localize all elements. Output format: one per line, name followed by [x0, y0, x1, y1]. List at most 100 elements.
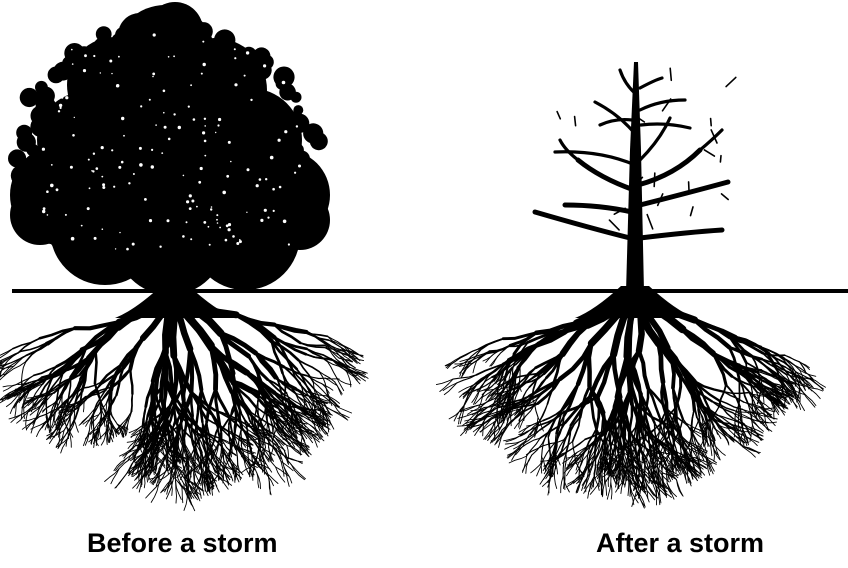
root-segment [508, 448, 522, 459]
foliage-speck [284, 130, 287, 133]
root-segment [554, 473, 556, 488]
twig [689, 182, 690, 193]
foliage-speck [246, 51, 249, 54]
foliage-speck [61, 96, 64, 99]
foliage-speck [203, 63, 206, 66]
foliage-speck [126, 248, 129, 251]
branch [578, 160, 634, 190]
root-segment [116, 459, 126, 471]
foliage-speck [59, 104, 62, 107]
foliage-speck [168, 138, 171, 141]
foliage-speck [149, 99, 151, 101]
root-segment [260, 451, 275, 467]
foliage-speck [65, 214, 67, 216]
foliage-speck [198, 181, 201, 184]
foliage-speck [259, 178, 262, 181]
foliage-speck [140, 105, 142, 107]
foliage-speck [168, 56, 170, 58]
foliage-speck [210, 208, 212, 210]
foliage-speck [255, 33, 258, 36]
root-segment [151, 485, 158, 503]
root-segment [672, 457, 673, 471]
leaf-cluster [194, 22, 213, 41]
root-segment [191, 392, 192, 428]
leaf-cluster [80, 241, 92, 253]
foliage-speck [60, 107, 62, 109]
foliage-speck [283, 220, 287, 224]
foliage-speck [155, 124, 157, 126]
trunk-shape [626, 62, 644, 292]
foliage-speck [116, 85, 119, 88]
foliage-speck [93, 55, 95, 57]
foliage-speck [72, 63, 74, 65]
foliage-speck [226, 175, 229, 178]
foliage-speck [152, 73, 155, 76]
twig [720, 156, 721, 162]
leaf-cluster [36, 178, 46, 188]
foliage-speck [267, 217, 269, 219]
foliage-speck [167, 219, 170, 222]
root-segment [739, 380, 740, 405]
root-segment [284, 467, 289, 486]
foliage-speck [298, 165, 301, 168]
twig [704, 150, 714, 156]
foliage-speck [52, 29, 55, 32]
leafy-tree-icon [0, 2, 368, 511]
foliage-speck [96, 167, 99, 170]
leaf-cluster [303, 175, 317, 189]
root-segment [101, 431, 106, 445]
foliage-speck [121, 117, 124, 120]
root-segment [26, 343, 46, 361]
foliage-speck [239, 240, 242, 243]
root-segment [479, 339, 504, 349]
foliage-speck [71, 49, 73, 51]
foliage-speck [102, 228, 104, 230]
foliage-speck [186, 221, 188, 223]
foliage-speck [70, 166, 73, 169]
trunk-shape [156, 250, 194, 292]
root-segment [803, 392, 816, 405]
foliage-speck [204, 155, 206, 157]
foliage-speck [85, 37, 89, 41]
branch [555, 152, 635, 165]
root-segment [639, 351, 648, 388]
foliage-speck [234, 57, 236, 59]
foliage-speck [164, 126, 167, 129]
root-segment [236, 315, 272, 341]
foliage-speck [204, 140, 207, 143]
root-segment [74, 420, 78, 433]
foliage-speck [47, 214, 49, 216]
root-segment [111, 469, 119, 484]
root-segment [491, 357, 497, 367]
root-segment [115, 473, 127, 488]
foliage-speck [54, 46, 56, 48]
foliage-speck [163, 90, 166, 93]
foliage-speck [113, 186, 115, 188]
leaf-cluster [291, 92, 302, 103]
foliage-speck [256, 184, 259, 187]
leaf-cluster [35, 81, 48, 94]
root-segment [105, 469, 120, 482]
root-segment [611, 483, 612, 499]
foliage-speck [121, 161, 124, 164]
foliage-speck [232, 235, 235, 238]
foliage-speck [139, 147, 142, 150]
root-segment [803, 392, 815, 407]
root-segment [610, 447, 611, 468]
foliage-speck [208, 226, 210, 228]
foliage-speck [200, 167, 203, 170]
foliage-speck [217, 222, 219, 224]
foliage-speck [84, 54, 87, 57]
foliage-speck [152, 76, 154, 78]
foliage-speck [202, 41, 204, 43]
foliage-speck [217, 124, 219, 126]
twig [670, 68, 671, 80]
tree-roots [436, 286, 825, 508]
foliage-speck [81, 225, 83, 227]
foliage-speck [296, 125, 298, 127]
foliage-speck [273, 210, 275, 212]
foliage-speck [123, 135, 125, 137]
leaf-cluster [109, 251, 124, 266]
foliage-speck [118, 56, 120, 58]
branch [640, 230, 722, 238]
